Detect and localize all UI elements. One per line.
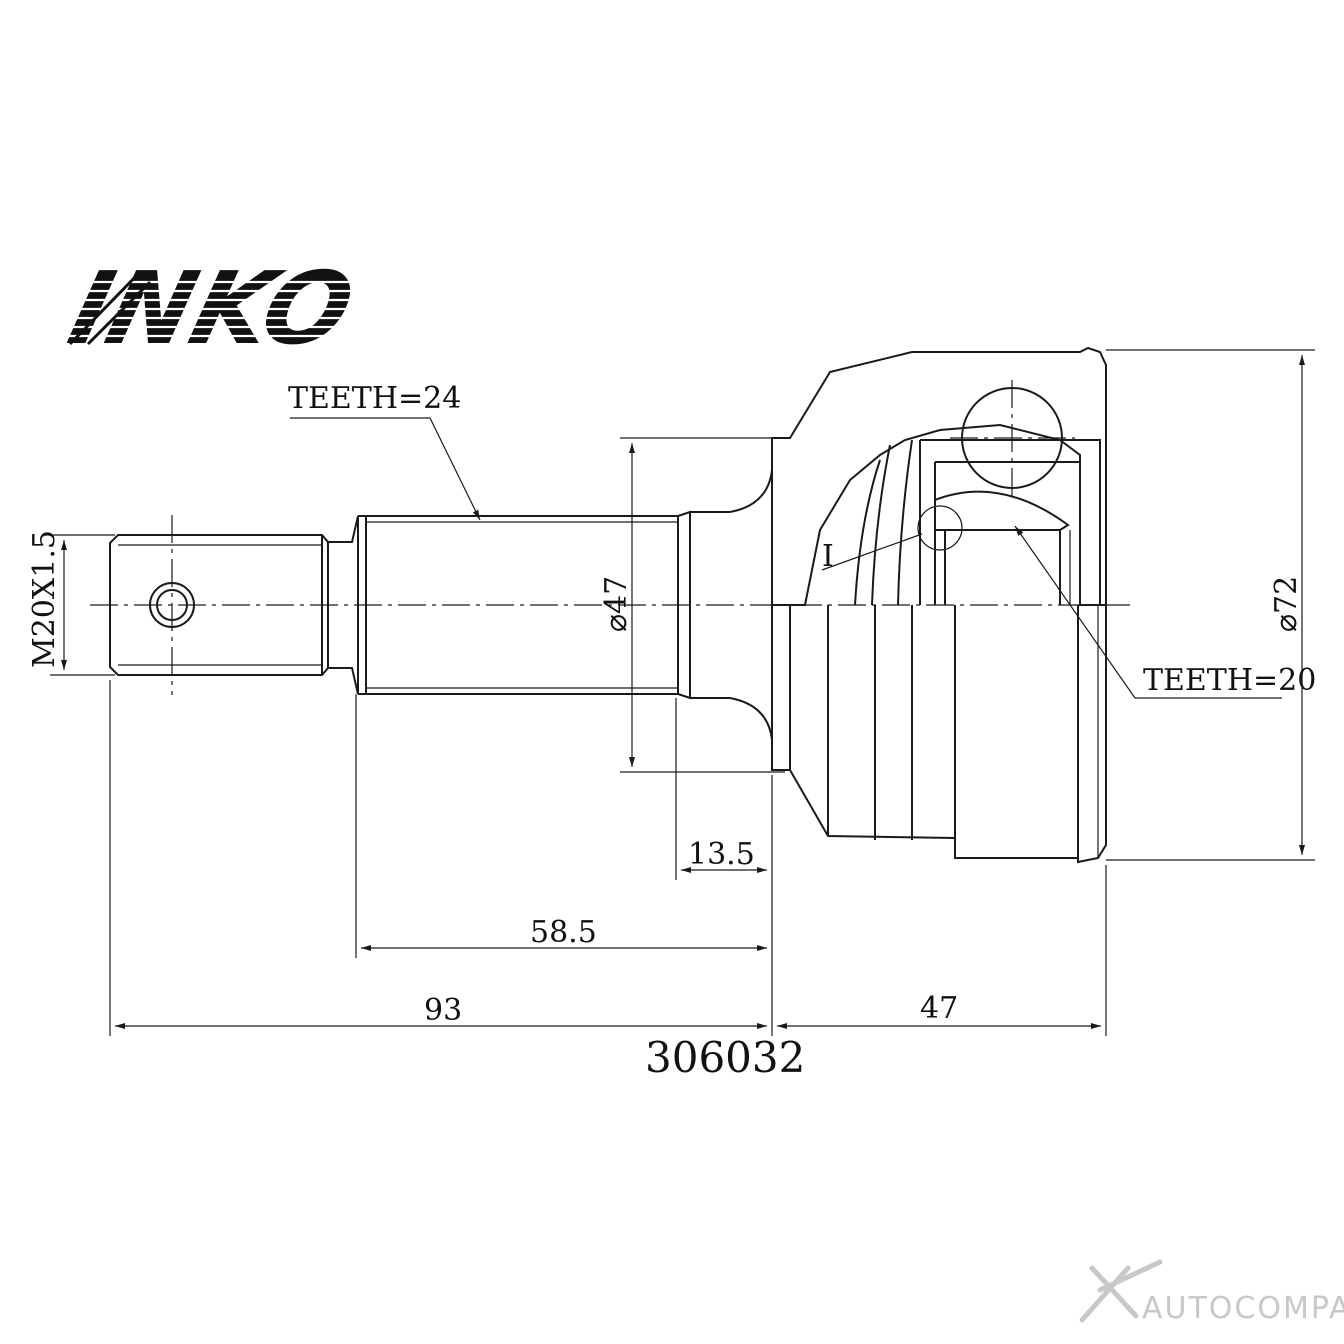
watermark: AUTOCOMPAS xyxy=(1079,1259,1344,1326)
leader-detail-I xyxy=(821,533,923,571)
part-number: 306032 xyxy=(645,1033,805,1082)
leader-teeth-20 xyxy=(1014,525,1282,699)
dim-outer-diameter xyxy=(1106,349,1315,861)
label-teeth-20: TEETH=20 xyxy=(1143,663,1316,698)
leader-teeth-24 xyxy=(290,417,481,521)
label-detail-I: I xyxy=(822,539,834,574)
brand-logo: INKO xyxy=(59,250,420,367)
label-dim-47: 47 xyxy=(920,991,958,1026)
dim-extension-lines xyxy=(109,680,1107,1036)
label-dim-93: 93 xyxy=(424,993,462,1028)
bell-housing-outline xyxy=(771,605,1107,864)
label-shaft-diameter: ⌀47 xyxy=(599,576,634,632)
dim-thread xyxy=(50,534,115,676)
watermark-logo-icon xyxy=(1079,1259,1163,1323)
label-dim-13-5: 13.5 xyxy=(688,837,755,872)
splined-shaft xyxy=(358,469,773,741)
watermark-text: AUTOCOMPAS xyxy=(1142,1291,1344,1326)
label-teeth-24: TEETH=24 xyxy=(288,381,461,416)
dim-shaft-diameter xyxy=(620,437,785,773)
threaded-stub xyxy=(109,515,359,695)
detail-circle xyxy=(917,505,963,551)
label-outer-diameter: ⌀72 xyxy=(1269,576,1304,632)
bell-housing-section xyxy=(771,346,1107,606)
label-thread: M20X1.5 xyxy=(27,530,62,668)
label-dim-58-5: 58.5 xyxy=(530,915,597,950)
